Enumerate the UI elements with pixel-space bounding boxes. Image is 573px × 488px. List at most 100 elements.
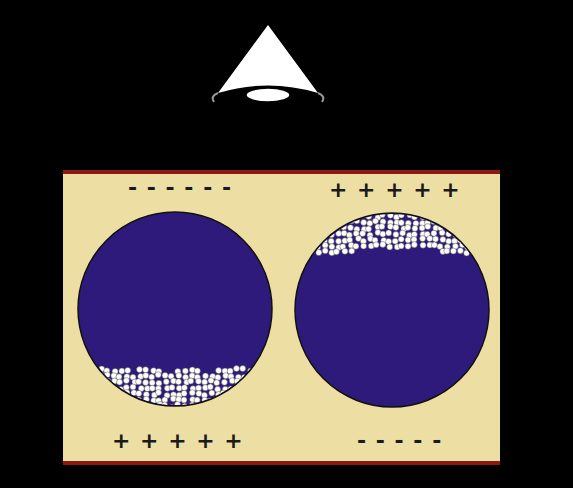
particle [143,373,149,379]
particle [229,404,235,410]
particle [457,213,463,219]
particle [86,372,92,378]
particle [138,402,144,408]
particle [130,384,136,390]
particle [387,224,393,230]
particle [341,208,347,214]
particle [380,242,386,248]
particle [433,236,439,242]
cell-body [63,172,500,463]
particle [99,398,105,404]
particle [290,213,296,219]
particle [379,208,385,214]
particle [342,214,348,220]
particle [181,390,187,396]
particle [349,218,355,224]
particle [477,207,483,213]
particle [302,218,308,224]
particle [223,402,229,408]
particle [321,219,327,225]
particle [262,404,268,410]
particle [431,242,437,248]
particle [314,214,320,220]
particle [464,250,470,256]
particle [85,367,91,373]
particle [483,238,489,244]
particle [361,243,367,249]
particle [405,225,411,231]
particle [188,378,194,384]
particle [439,230,445,236]
particle [479,236,485,242]
particle [374,207,380,213]
particle [156,380,162,386]
particle [202,379,208,385]
particle [254,404,260,410]
particle [388,206,394,212]
particle [465,224,471,230]
particle [266,402,272,408]
particle [215,386,221,392]
particle [98,390,104,396]
particle [342,218,348,224]
particle [288,218,294,224]
particle [103,404,109,410]
particle [151,404,157,410]
particle [236,396,242,402]
particle [78,385,84,391]
particle [288,248,294,254]
particle [268,373,274,379]
particle [398,220,404,226]
particle [484,206,490,212]
particle [360,231,366,237]
charge-signs: - - - - - [357,430,442,452]
eye-symbol [213,25,324,102]
particle [425,207,431,213]
particle [105,392,111,398]
particle [162,402,168,408]
particle [182,368,188,374]
particle [446,219,452,225]
particle [373,218,379,224]
particle [308,236,314,242]
particle [303,224,309,230]
particle [72,403,78,409]
particle [472,232,478,238]
particle [314,220,320,226]
particle [309,214,315,220]
particle [373,242,379,248]
particle [194,368,200,374]
particle [322,248,328,254]
particle [398,243,404,249]
particle [169,385,175,391]
particle [439,206,445,212]
particle [302,232,308,238]
particle [485,219,491,225]
particle [477,226,483,232]
particle [472,220,478,226]
particle [216,404,222,410]
particle [458,207,464,213]
particle [411,214,417,220]
particle [484,224,490,230]
particle [209,390,215,396]
particle [163,379,169,385]
particle [361,219,367,225]
charge-signs: + + + + + [329,179,461,201]
particle [471,249,477,255]
particle [181,385,187,391]
particle [229,398,235,404]
particle [91,391,97,397]
particle [123,378,129,384]
particle [484,250,490,256]
particle [425,213,431,219]
particle [386,230,392,236]
particle [472,243,478,249]
particle [439,212,445,218]
particle [290,225,296,231]
particle [90,379,96,385]
particle [329,220,335,226]
particle [478,218,484,224]
particle [393,232,399,238]
particle [472,237,478,243]
